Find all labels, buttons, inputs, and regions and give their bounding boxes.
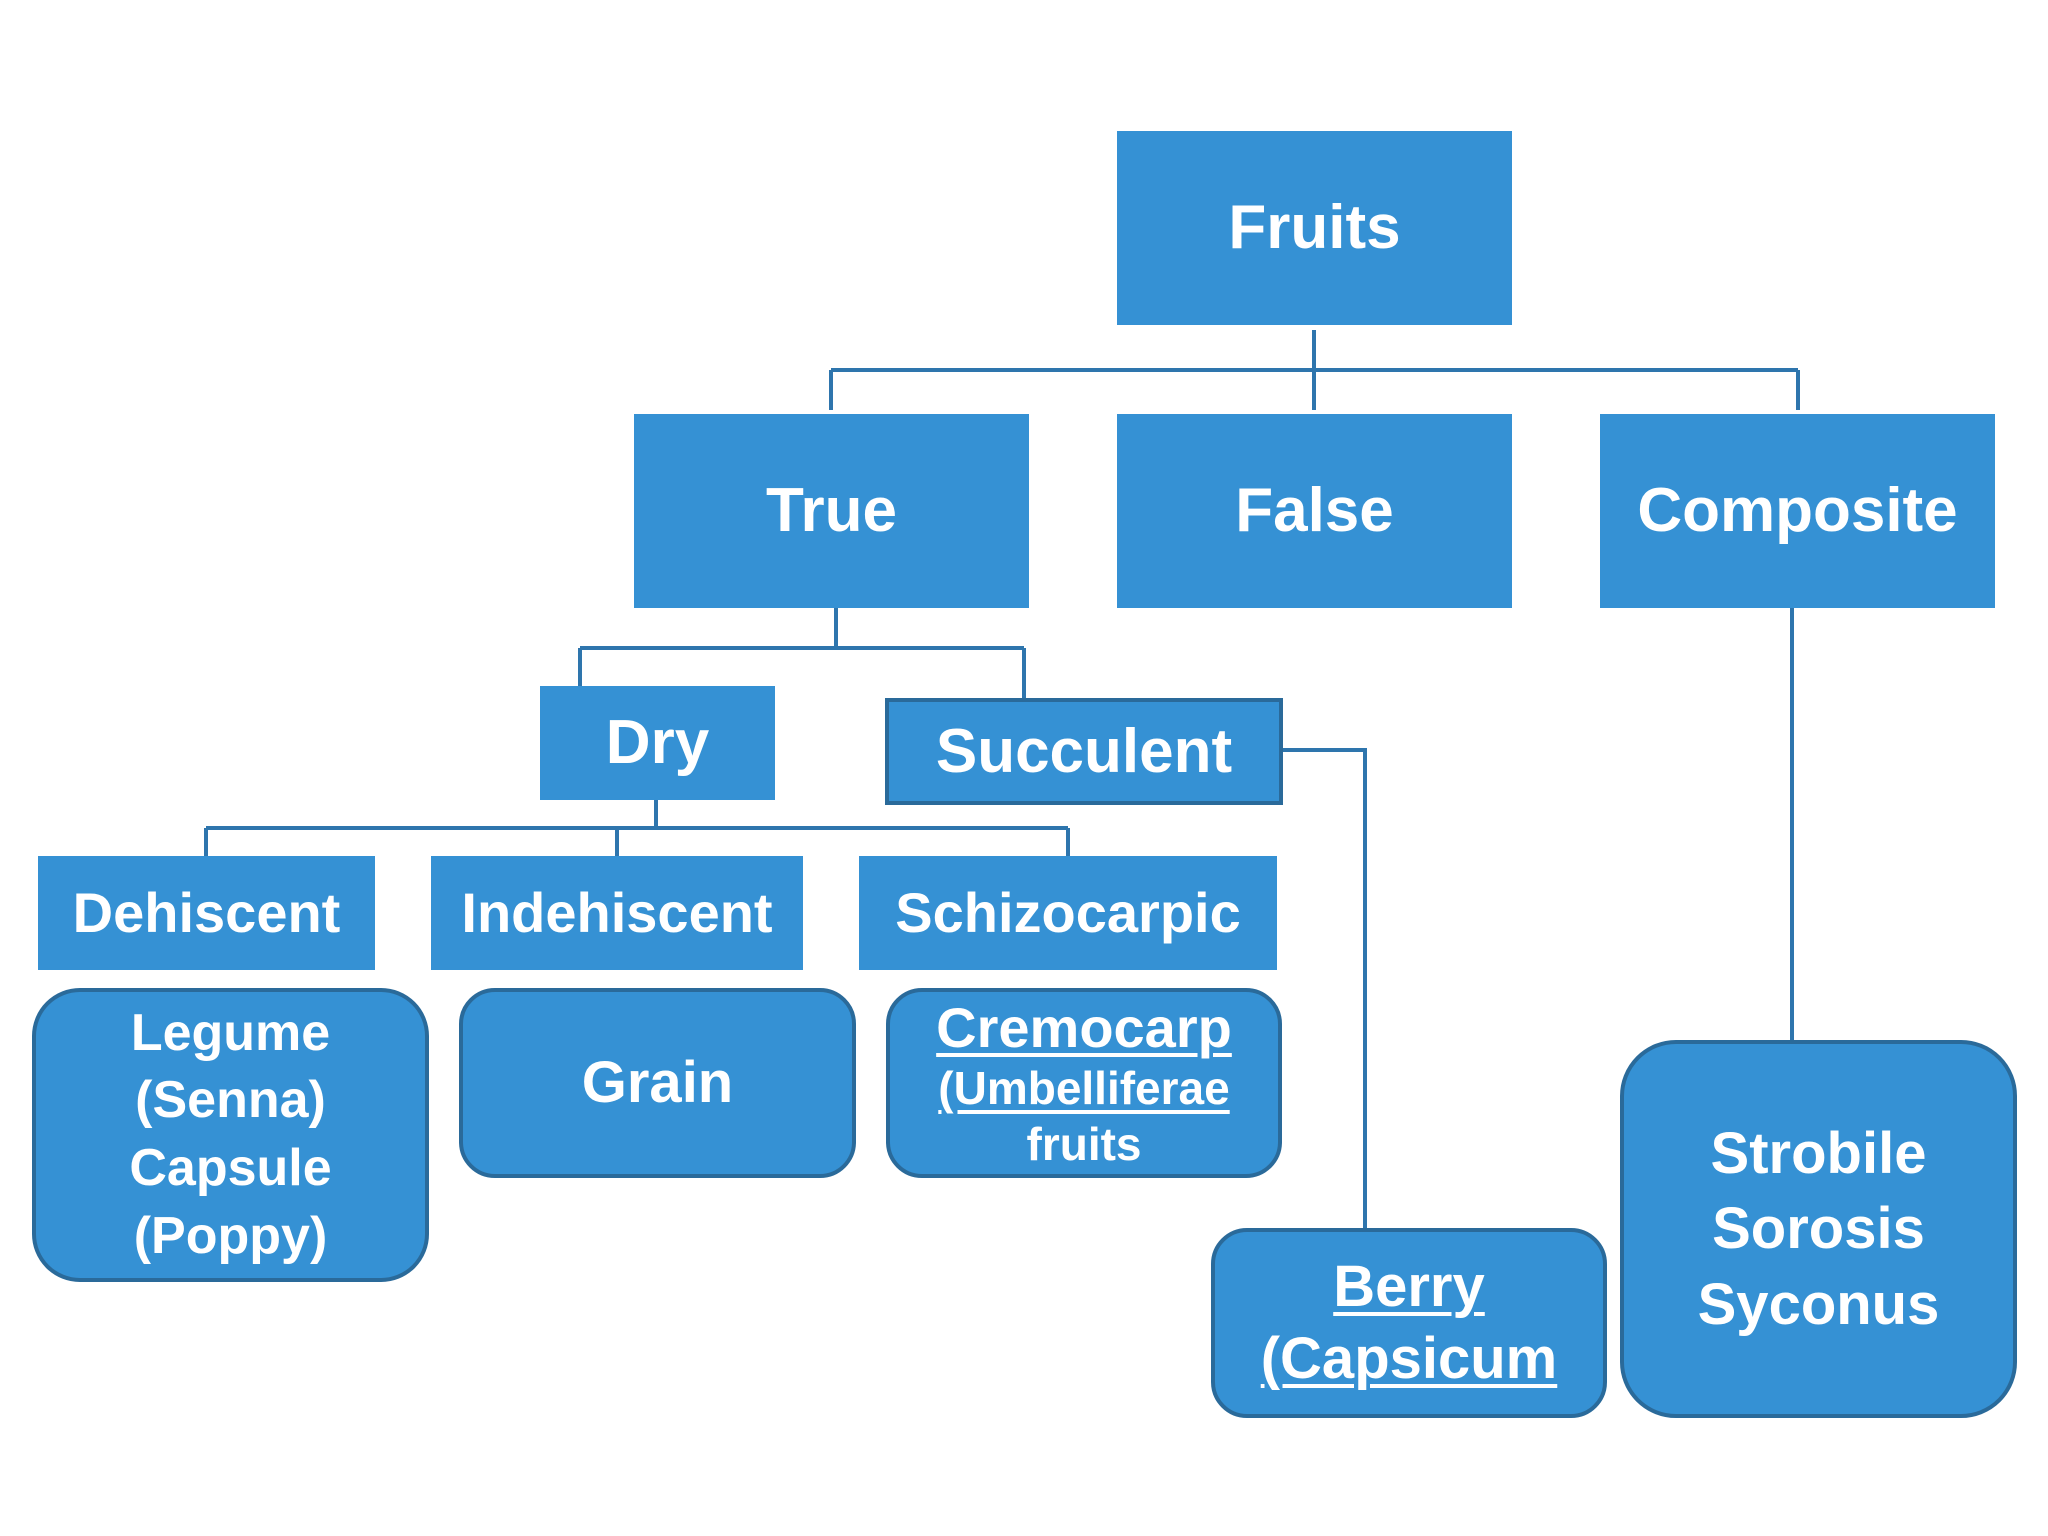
node-indehiscent-label: Indehiscent: [461, 880, 773, 944]
example-berry: Berry: [1333, 1253, 1485, 1319]
node-true-label: True: [766, 476, 897, 546]
node-dehiscent: Dehiscent: [38, 856, 375, 970]
node-dehiscent-label: Dehiscent: [72, 880, 341, 944]
connector-succulent-berry: [1282, 748, 1367, 1228]
node-indehiscent: Indehiscent: [431, 856, 803, 970]
node-false: False: [1117, 414, 1512, 608]
node-fruits: Fruits: [1117, 131, 1512, 325]
node-false-label: False: [1235, 476, 1394, 546]
node-indehiscent-examples: Grain: [459, 988, 856, 1178]
example-umbelliferae: (Umbelliferae: [938, 1062, 1230, 1115]
node-dry-label: Dry: [605, 708, 710, 778]
node-schizocarpic: Schizocarpic: [859, 856, 1277, 970]
node-schizocarpic-examples: Cremocarp (Umbelliferae fruits: [886, 988, 1282, 1178]
node-dehiscent-examples: Legume (Senna) Capsule (Poppy): [32, 988, 429, 1282]
example-syconus: Syconus: [1697, 1271, 1940, 1337]
node-succulent-label: Succulent: [935, 716, 1233, 786]
example-cremocarp: Cremocarp: [936, 996, 1232, 1060]
example-capsicum: (Capsicum: [1260, 1326, 1558, 1391]
example-fruits: fruits: [1026, 1117, 1142, 1170]
node-composite: Composite: [1600, 414, 1995, 608]
node-succulent-examples: Berry (Capsicum: [1211, 1228, 1607, 1418]
example-strobile: Strobile: [1710, 1120, 1927, 1186]
node-schizocarpic-label: Schizocarpic: [895, 880, 1241, 944]
node-succulent: Succulent: [885, 698, 1283, 805]
example-grain: Grain: [581, 1049, 734, 1115]
node-true: True: [634, 414, 1029, 608]
example-senna: (Senna): [135, 1071, 326, 1130]
example-legume: Legume: [130, 1003, 331, 1062]
example-sorosis: Sorosis: [1712, 1196, 1925, 1262]
node-fruits-label: Fruits: [1228, 193, 1401, 263]
node-composite-label: Composite: [1637, 476, 1958, 546]
example-poppy: (Poppy): [133, 1206, 328, 1265]
example-capsule: Capsule: [129, 1139, 332, 1197]
node-dry: Dry: [540, 686, 775, 800]
node-composite-examples: Strobile Sorosis Syconus: [1620, 1040, 2017, 1418]
